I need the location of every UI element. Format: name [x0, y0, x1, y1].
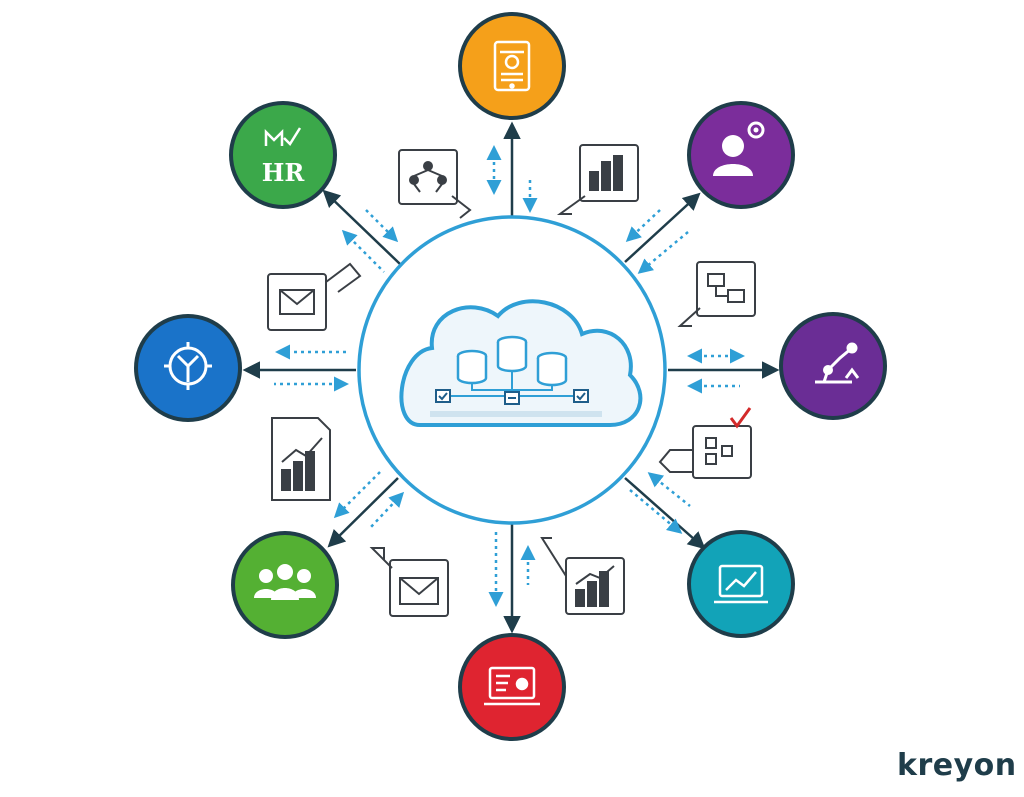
node-circle	[229, 101, 337, 209]
connector-lines	[242, 121, 780, 634]
flow-arrow	[341, 229, 385, 273]
node-crm	[687, 101, 795, 209]
flowchart-card-icon	[677, 261, 756, 327]
node-robotics	[779, 312, 887, 420]
laptop-chart-icon	[714, 564, 768, 604]
node-reporting	[458, 633, 566, 741]
connector-team	[327, 477, 399, 548]
node-circle	[458, 633, 566, 741]
robot-arm-icon	[815, 342, 860, 384]
gear-wrench-icon	[164, 342, 212, 390]
node-analytics	[687, 530, 795, 638]
dotted-flow-arrows	[274, 145, 745, 607]
chart-check-card-icon	[658, 407, 752, 479]
connector-crm	[624, 192, 701, 263]
flow-arrow	[333, 471, 381, 519]
connector-analytics	[624, 477, 706, 550]
hr-label: HR	[262, 158, 306, 187]
flow-arrow	[365, 209, 399, 243]
flow-arrow	[647, 472, 691, 507]
hr-check-icon	[264, 127, 302, 146]
tablet-gear-icon	[493, 40, 531, 92]
flow-arrow	[637, 231, 689, 274]
node-mobile-app	[458, 12, 566, 120]
node-circle	[458, 12, 566, 120]
cloud-database-icon	[399, 299, 643, 427]
mail-card-icon	[369, 547, 449, 617]
brand-logo: kreyon	[897, 748, 1017, 783]
message-card-icon	[267, 262, 362, 331]
chart-card-icon	[540, 537, 625, 615]
flow-arrow	[369, 491, 405, 529]
node-hr: HR	[229, 101, 337, 209]
growth-chart-card-icon	[271, 417, 331, 501]
connector-hr	[322, 189, 401, 265]
bar-chart-card-icon	[556, 144, 639, 215]
node-circle	[231, 531, 339, 639]
laptop-report-icon	[484, 666, 540, 706]
people-group-icon	[254, 564, 316, 600]
node-circle	[687, 101, 795, 209]
org-chart-card-icon	[398, 149, 472, 219]
flow-arrow	[625, 209, 661, 243]
user-gear-icon	[713, 121, 765, 176]
node-team	[231, 531, 339, 639]
node-operations	[134, 314, 242, 422]
data-cards	[267, 144, 756, 617]
flow-arrow	[629, 489, 683, 534]
cloud-hub	[357, 215, 667, 525]
